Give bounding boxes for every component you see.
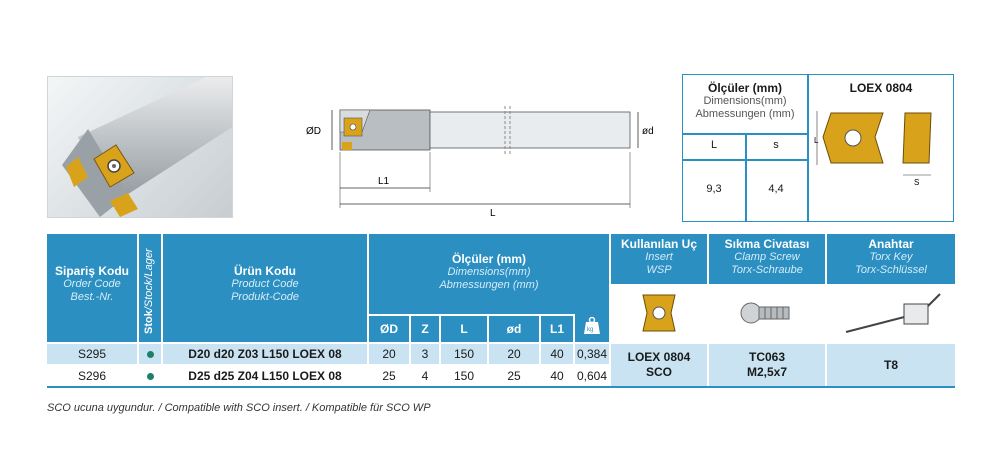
label-d: ød (642, 126, 654, 137)
header-clamp-screw: Sıkma Civatası Clamp Screw Torx-Schraube (709, 234, 825, 284)
header-order-code-en: Order Code (63, 278, 121, 290)
screw-image-cell (709, 284, 825, 342)
dims-val-s: 4,4 (768, 183, 784, 195)
subheader-D-label: ØD (380, 322, 398, 336)
insert-value-2: SCO (645, 365, 672, 379)
header-screw-tr: Sıkma Civatası (724, 237, 810, 251)
header-product-en: Product Code (231, 278, 299, 290)
stock-dot-icon (146, 350, 154, 358)
table-row-1-L1: 40 (541, 344, 573, 364)
insert-value-cell: LOEX 0804 SCO (611, 344, 707, 386)
table-row-1-d: 20 (489, 344, 539, 364)
header-product-de: Produkt-Code (231, 291, 299, 303)
subheader-D: ØD (369, 316, 409, 342)
subheader-d: ød (489, 316, 539, 342)
subheader-L1: L1 (541, 316, 573, 342)
table-row-1-code: S295 (47, 344, 137, 364)
table-row-1-L: 150 (441, 344, 487, 364)
dims-subtitle-de: Abmessungen (mm) (695, 108, 795, 120)
dims-val-l: 9,3 (706, 183, 722, 195)
dims-subtitle-en: Dimensions(mm) (703, 95, 787, 107)
subheader-Z-label: Z (421, 322, 429, 336)
table-row-1-D: 20 (369, 344, 409, 364)
table-row-2-D: 25 (369, 366, 409, 386)
insert-label-l: L (814, 136, 819, 145)
subheader-L-label: L (460, 322, 468, 336)
technical-drawing: ØD ød L1 L (306, 106, 654, 219)
table-row-2-stock (139, 366, 161, 386)
table-row-2-code: S296 (47, 366, 137, 386)
label-D: ØD (306, 126, 321, 137)
header-stock-tr: Stok (143, 310, 155, 334)
stock-dot-icon (146, 372, 154, 380)
footer-note: SCO ucuna uygundur. / Compatible with SC… (47, 402, 431, 414)
insert-shape-icon: L S (814, 111, 932, 187)
subheader-weight: kg (575, 294, 609, 342)
table-row-1-product: D20 d20 Z03 L150 LOEX 08 (163, 344, 367, 364)
milling-cutter-image (62, 77, 232, 217)
table-row-2-d: 25 (489, 366, 539, 386)
header-screw-en: Clamp Screw (734, 251, 800, 263)
header-product-tr: Ürün Kodu (234, 264, 296, 278)
header-stock-rest: /Stock/Lager (143, 248, 155, 311)
insert-image-cell (611, 284, 707, 342)
header-insert-de: WSP (646, 264, 672, 276)
header-key-en: Torx Key (869, 251, 913, 263)
screw-value-cell: TC063 M2,5x7 (709, 344, 825, 386)
insert-dimensions-box: Ölçüler (mm) Dimensions(mm) Abmessungen … (682, 74, 954, 222)
header-torx-key: Anahtar Torx Key Torx-Schlüssel (827, 234, 955, 284)
table-row-1-stock (139, 344, 161, 364)
table-row-2-L1: 40 (541, 366, 573, 386)
dims-col-s: s (773, 139, 779, 151)
header-key-de: Torx-Schlüssel (855, 264, 927, 276)
header-dims-tr: Ölçüler (mm) (451, 252, 526, 266)
insert-icon (642, 294, 676, 332)
header-order-code-tr: Sipariş Kodu (54, 264, 129, 278)
table-row-2-Z: 4 (411, 366, 439, 386)
header-order-code: Sipariş Kodu Order Code Best.-Nr. (47, 234, 137, 342)
table-row-2-L: 150 (441, 366, 487, 386)
header-dimensions: Ölçüler (mm) Dimensions(mm) Abmessungen … (369, 234, 609, 314)
key-value-cell: T8 (827, 344, 955, 386)
header-dims-en: Dimensions(mm) (447, 266, 531, 278)
subheader-d-label: ød (506, 322, 522, 336)
label-L: L (490, 208, 496, 219)
label-L1: L1 (378, 176, 390, 187)
dims-title: Ölçüler (mm) (707, 81, 782, 95)
screw-value: TC063 (748, 350, 786, 364)
subheader-Z: Z (411, 316, 439, 342)
screw-icon (740, 302, 790, 324)
header-insert-en: Insert (645, 251, 673, 263)
header-stock: Stok/Stock/Lager (139, 234, 161, 342)
table-row-1-Z: 3 (411, 344, 439, 364)
table-row-2-weight: 0,604 (575, 366, 609, 386)
dims-col-l: L (710, 139, 718, 151)
header-product-code: Ürün Kodu Product Code Produkt-Code (163, 234, 367, 342)
subheader-L: L (441, 316, 487, 342)
torx-key-icon (845, 293, 941, 333)
table-row-1-weight: 0,384 (575, 344, 609, 364)
insert-value: LOEX 0804 (627, 350, 691, 364)
subheader-L1-label: L1 (549, 322, 564, 336)
header-screw-de: Torx-Schraube (731, 264, 803, 276)
insert-label-s: S (914, 178, 919, 187)
header-key-tr: Anahtar (868, 237, 914, 251)
weight-icon-label: kg (587, 327, 593, 333)
header-order-code-de: Best.-Nr. (70, 291, 114, 303)
dims-header: Ölçüler (mm) Dimensions(mm) Abmessungen … (683, 75, 807, 133)
header-insert-tr: Kullanılan Uç (620, 237, 697, 251)
header-dims-de: Abmessungen (mm) (439, 279, 539, 291)
product-photo (47, 76, 233, 218)
table-row-2-product: D25 d25 Z04 L150 LOEX 08 (163, 366, 367, 386)
header-insert: Kullanılan Uç Insert WSP (611, 234, 707, 284)
key-image-cell (827, 284, 955, 342)
weight-icon: kg (584, 316, 600, 334)
insert-name: LOEX 0804 (849, 81, 913, 95)
screw-value-2: M2,5x7 (746, 365, 788, 379)
